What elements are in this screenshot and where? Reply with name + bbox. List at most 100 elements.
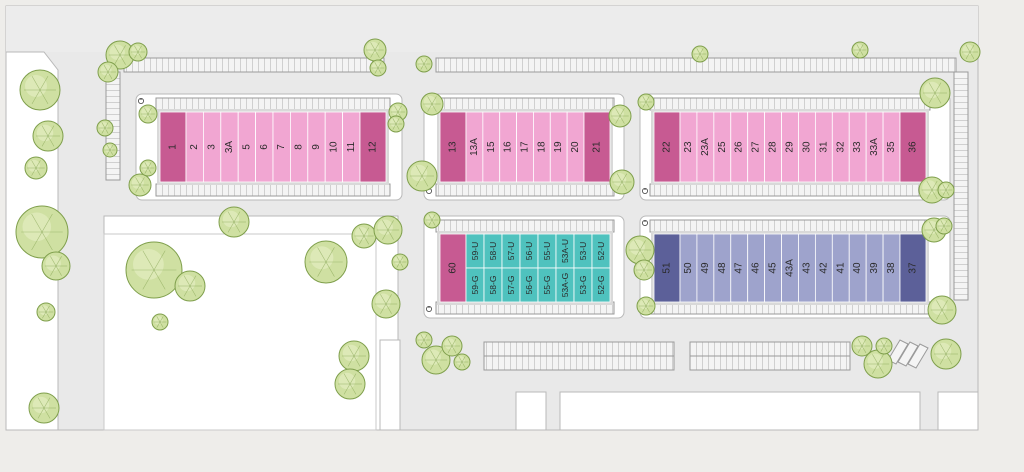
unit-label: 31	[818, 141, 829, 153]
unit-47[interactable]: 47	[730, 233, 749, 303]
parking-row	[123, 57, 385, 73]
unit-46[interactable]: 46	[747, 233, 766, 303]
unit-label: 18	[536, 141, 547, 153]
tree-icon	[633, 259, 655, 281]
unit-43[interactable]: 43	[798, 233, 816, 303]
accessible-parking-icon	[426, 306, 432, 312]
unit-5[interactable]: 5	[237, 111, 256, 183]
unit-label: 40	[852, 262, 863, 274]
unit-39[interactable]: 39	[865, 233, 884, 303]
unit-58-G[interactable]: 58-G	[483, 267, 503, 303]
unit-49[interactable]: 49	[696, 233, 715, 303]
unit-25[interactable]: 25	[713, 111, 732, 183]
unit-2[interactable]: 2	[185, 111, 204, 183]
unit-57-U[interactable]: 57-U	[501, 233, 521, 269]
unit-53-G[interactable]: 53-G	[573, 267, 593, 303]
unit-48[interactable]: 48	[713, 233, 732, 303]
unit-33[interactable]: 33	[848, 111, 867, 183]
unit-38[interactable]: 38	[882, 233, 901, 303]
unit-17[interactable]: 17	[516, 111, 534, 183]
unit-23[interactable]: 23	[679, 111, 698, 183]
unit-60[interactable]: 60	[439, 233, 467, 303]
unit-20[interactable]: 20	[566, 111, 585, 183]
unit-29[interactable]: 29	[781, 111, 799, 183]
unit-3A[interactable]: 3A	[220, 111, 239, 183]
unit-7[interactable]: 7	[272, 111, 291, 183]
unit-13A[interactable]: 13A	[465, 111, 484, 183]
unit-53-U[interactable]: 53-U	[573, 233, 593, 269]
unit-56-U[interactable]: 56-U	[519, 233, 539, 269]
unit-13[interactable]: 13	[439, 111, 467, 183]
unit-55-U[interactable]: 55-U	[537, 233, 557, 269]
unit-55-G[interactable]: 55-G	[537, 267, 557, 303]
unit-53A-G[interactable]: 53A-G	[555, 267, 575, 303]
unit-37[interactable]: 37	[899, 233, 927, 303]
unit-35[interactable]: 35	[882, 111, 901, 183]
unit-label: 59-U	[470, 242, 480, 260]
unit-label: 21	[592, 141, 603, 153]
unit-45[interactable]: 45	[764, 233, 782, 303]
tree-icon	[935, 217, 953, 235]
tree-icon	[19, 69, 61, 111]
unit-43A[interactable]: 43A	[781, 233, 799, 303]
angled-parking	[887, 339, 929, 369]
unit-label: 12	[368, 141, 379, 153]
unit-23A[interactable]: 23A	[696, 111, 715, 183]
tree-icon	[128, 42, 148, 62]
unit-59-G[interactable]: 59-G	[465, 267, 485, 303]
tree-icon	[453, 353, 471, 371]
unit-label: 53A-G	[560, 273, 570, 298]
unit-16[interactable]: 16	[499, 111, 517, 183]
unit-33A[interactable]: 33A	[865, 111, 884, 183]
unit-19[interactable]: 19	[549, 111, 568, 183]
tree-icon	[391, 253, 409, 271]
unit-30[interactable]: 30	[798, 111, 816, 183]
unit-15[interactable]: 15	[482, 111, 501, 183]
unit-53A-U[interactable]: 53A-U	[555, 233, 575, 269]
unit-label: 42	[818, 262, 829, 274]
unit-32[interactable]: 32	[831, 111, 850, 183]
unit-1[interactable]: 1	[159, 111, 187, 183]
unit-52-U[interactable]: 52-U	[591, 233, 611, 269]
tree-icon	[351, 223, 377, 249]
unit-31[interactable]: 31	[814, 111, 833, 183]
unit-28[interactable]: 28	[764, 111, 782, 183]
southeast-pad	[559, 391, 921, 431]
unit-42[interactable]: 42	[814, 233, 833, 303]
unit-22[interactable]: 22	[653, 111, 681, 183]
unit-51[interactable]: 51	[653, 233, 681, 303]
unit-21[interactable]: 21	[583, 111, 611, 183]
unit-label: 27	[751, 141, 762, 153]
unit-9[interactable]: 9	[307, 111, 326, 183]
unit-59-U[interactable]: 59-U	[465, 233, 485, 269]
unit-6[interactable]: 6	[255, 111, 274, 183]
unit-56-G[interactable]: 56-G	[519, 267, 539, 303]
unit-3[interactable]: 3	[202, 111, 222, 183]
unit-52-G[interactable]: 52-G	[591, 267, 611, 303]
unit-label: 17	[520, 141, 531, 153]
unit-26[interactable]: 26	[730, 111, 749, 183]
tree-icon	[128, 173, 152, 197]
tree-icon	[32, 120, 64, 152]
unit-57-G[interactable]: 57-G	[501, 267, 521, 303]
unit-18[interactable]: 18	[533, 111, 551, 183]
unit-41[interactable]: 41	[831, 233, 850, 303]
unit-label: 7	[276, 144, 287, 150]
trees-layer	[15, 38, 981, 424]
unit-label: 56-U	[524, 242, 534, 260]
unit-11[interactable]: 11	[342, 111, 361, 183]
unit-40[interactable]: 40	[848, 233, 867, 303]
unit-50[interactable]: 50	[679, 233, 698, 303]
unit-27[interactable]: 27	[747, 111, 766, 183]
tree-icon	[363, 38, 387, 62]
unit-8[interactable]: 8	[289, 111, 309, 183]
unit-12[interactable]: 12	[359, 111, 387, 183]
unit-36[interactable]: 36	[899, 111, 927, 183]
unit-label: 41	[835, 262, 846, 274]
unit-58-U[interactable]: 58-U	[483, 233, 503, 269]
tree-icon	[105, 40, 135, 70]
unit-label: 53-G	[578, 276, 588, 295]
tree-icon	[174, 270, 206, 302]
unit-10[interactable]: 10	[324, 111, 344, 183]
